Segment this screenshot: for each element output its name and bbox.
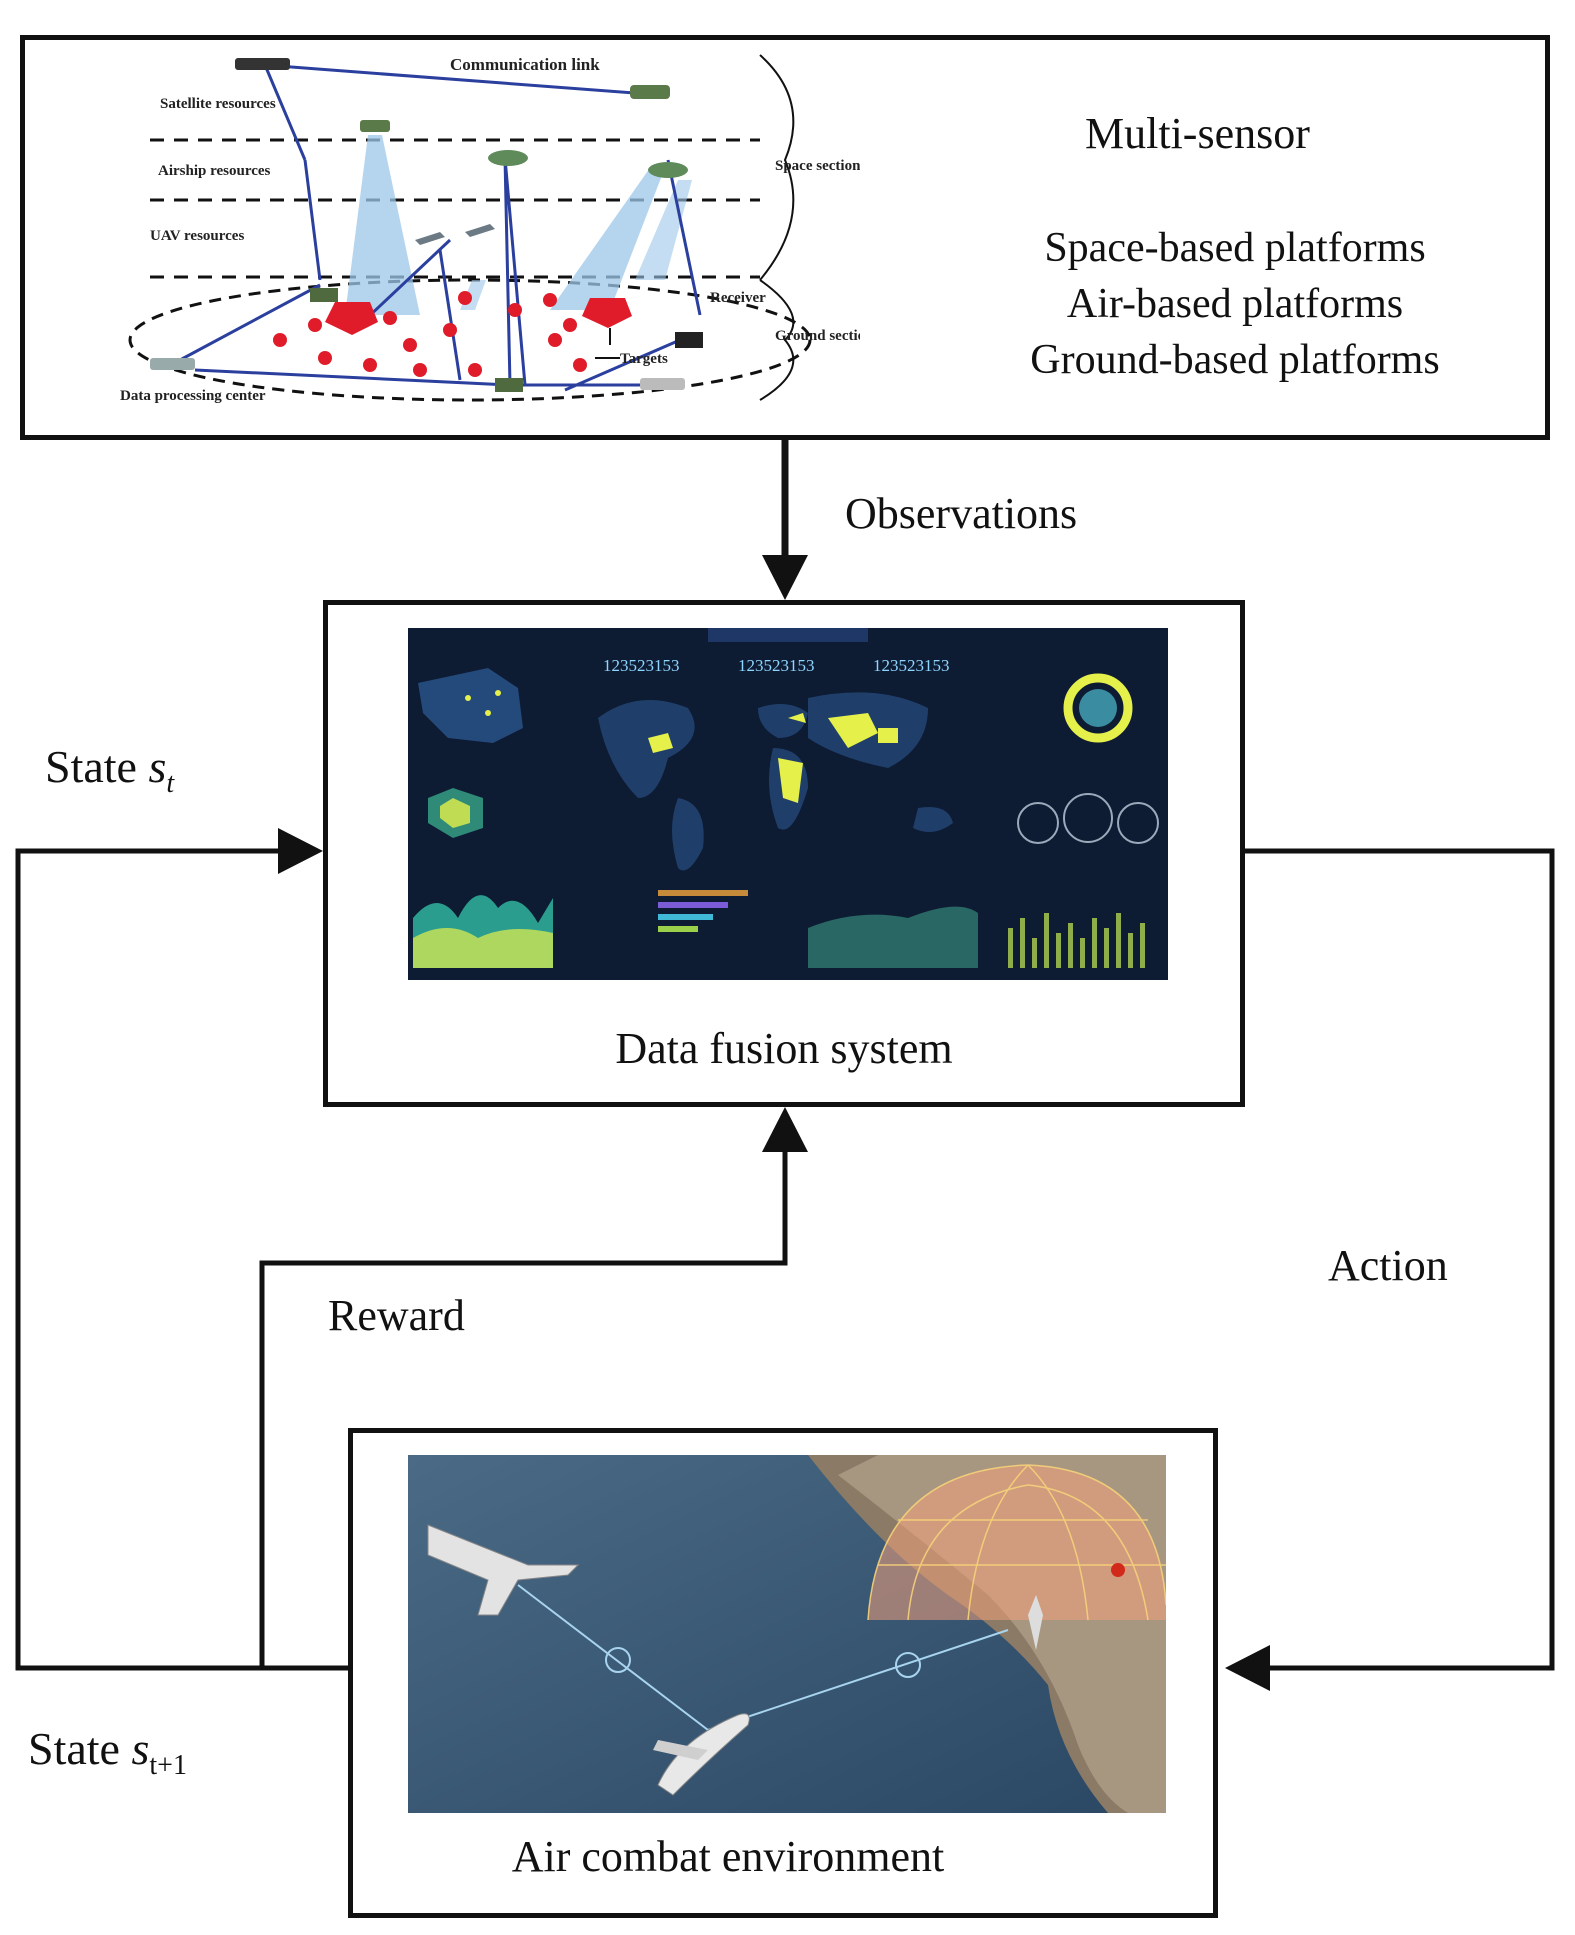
satellite-label: Satellite resources [160, 96, 276, 112]
satellite-label-line: Satellite resources [160, 96, 276, 112]
platform-ground: Ground-based platforms [1030, 337, 1440, 383]
receiver-label: Receiver [710, 290, 766, 306]
counter-2: 123523153 [738, 656, 815, 675]
counter-3: 123523153 [873, 656, 950, 675]
reward-label: Reward [328, 1291, 465, 1340]
data-fusion-box: 123523153 123523153 123523153 [323, 600, 1245, 1107]
state-st-prefix: State [45, 741, 149, 792]
state-st-sub: t [166, 768, 175, 800]
comm-link-label: Communication link [450, 55, 600, 74]
multisensor-title: Multi-sensor [1085, 109, 1310, 158]
ground-section-label: Ground section [775, 328, 860, 344]
targets-label: Targets [620, 351, 668, 367]
air-combat-label: Air combat environment [511, 1832, 945, 1881]
uav-label: UAV resources [150, 228, 244, 244]
reward-arrow [259, 1107, 808, 1671]
state-st1-prefix: State [28, 1723, 132, 1774]
platform-list: Space-based platforms Air-based platform… [985, 220, 1485, 388]
dashboard-illustration: 123523153 123523153 123523153 [408, 628, 1168, 980]
counter-1: 123523153 [603, 656, 680, 675]
space-section-label: Space section [775, 158, 860, 174]
data-fusion-label: Data fusion system [615, 1024, 953, 1073]
action-label: Action [1328, 1241, 1448, 1290]
state-st-var: s [148, 741, 167, 792]
multisensor-illustration: Communication link Satellite resources A… [120, 54, 860, 404]
state-st1-sub: t+1 [149, 1750, 187, 1782]
air-combat-illustration [408, 1455, 1166, 1813]
platform-space: Space-based platforms [1044, 225, 1426, 271]
air-combat-box: Air combat environment [348, 1428, 1218, 1918]
multisensor-box: Communication link Satellite resources A… [20, 35, 1550, 440]
platform-air: Air-based platforms [1066, 281, 1404, 327]
observations-arrow [762, 438, 808, 600]
action-arrow [1225, 848, 1555, 1691]
state-st-label: State st [45, 740, 174, 800]
state-st-arrow [15, 828, 348, 1671]
airship-label: Airship resources [158, 163, 271, 179]
data-center-label: Data processing center [120, 388, 266, 404]
state-st1-var: s [131, 1723, 150, 1774]
state-st1-label: State st+1 [28, 1722, 187, 1782]
observations-label: Observations [845, 489, 1078, 538]
